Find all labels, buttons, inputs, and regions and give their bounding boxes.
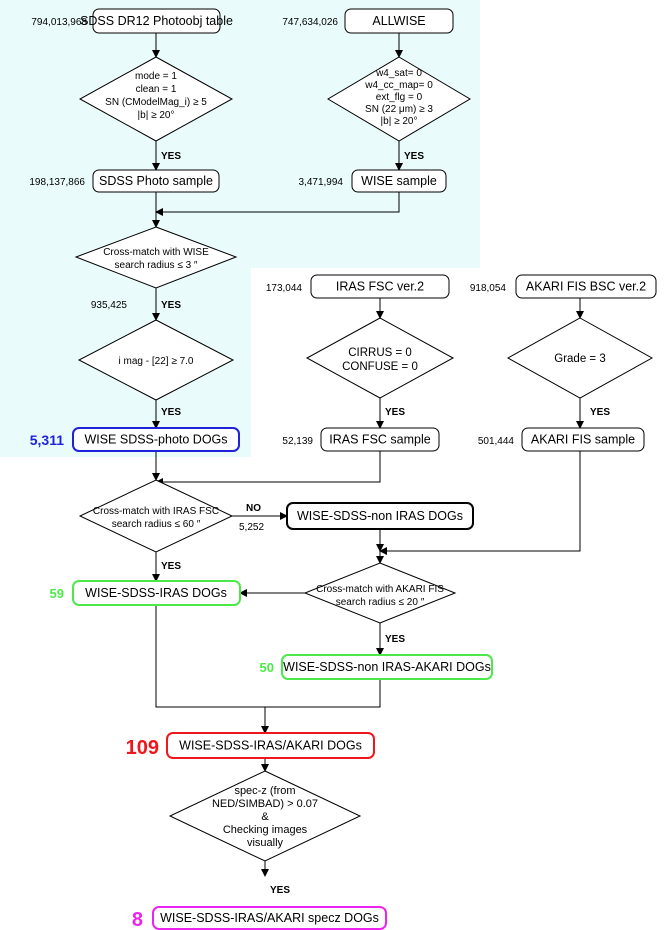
node-iras-dogs: WISE-SDSS-IRAS DOGs 59 <box>50 580 241 606</box>
node-label: AKARI FIS sample <box>531 432 635 446</box>
node-non-iras-dogs: WISE-SDSS-non IRAS DOGs 5,252 <box>239 502 474 533</box>
node-line: SN (22 μm) ≥ 3 <box>365 104 433 115</box>
node-line: mode = 1 <box>135 71 177 82</box>
node-line: Grade = 3 <box>554 353 605 365</box>
node-line: NED/SIMBAD) > 0.07 <box>212 798 318 810</box>
node-sdss-photo-sample: SDSS Photo sample 198,137,866 <box>29 169 220 193</box>
node-count: 3,471,994 <box>299 177 344 188</box>
node-iras-akari-dogs: WISE-SDSS-IRAS/AKARI DOGs 109 <box>126 732 375 759</box>
no-label: NO <box>246 503 261 514</box>
edge-iras-dogs-to-final <box>155 605 265 708</box>
edge-akari-sample-merge <box>379 451 581 555</box>
node-count: 8 <box>132 909 143 930</box>
node-count: 5,252 <box>239 522 264 533</box>
yes-label: YES <box>161 407 181 418</box>
node-line: spec-z (from <box>234 785 295 797</box>
node-line: |b| ≥ 20° <box>381 116 418 127</box>
node-label: SDSS DR12 Photoobj table <box>80 14 233 28</box>
node-allwise: ALLWISE 747,634,026 <box>282 8 454 34</box>
yes-label: YES <box>590 407 610 418</box>
node-line: |b| ≥ 20° <box>138 110 175 121</box>
node-count: 173,044 <box>266 283 303 294</box>
yes-label: YES <box>161 561 181 572</box>
node-line: w4_sat= 0 <box>375 68 422 79</box>
node-label: WISE-SDSS-non IRAS-AKARI DOGs <box>283 660 491 674</box>
node-akari-fis: AKARI FIS BSC ver.2 918,054 <box>470 274 657 299</box>
node-count: 918,054 <box>470 283 507 294</box>
node-line: w4_cc_map= 0 <box>364 80 433 91</box>
node-label: WISE sample <box>361 174 437 188</box>
node-line: search radius ≤ 3 ″ <box>115 260 198 271</box>
node-wise-cuts: w4_sat= 0 w4_cc_map= 0 ext_flg = 0 SN (2… <box>327 56 471 142</box>
node-line: Checking images <box>223 824 308 836</box>
node-specz-dogs: WISE-SDSS-IRAS/AKARI specz DOGs 8 <box>132 906 387 930</box>
node-line: Cross-match with WISE <box>103 247 209 258</box>
node-xmatch-wise: Cross-match with WISE search radius ≤ 3 … <box>74 226 238 311</box>
yes-label: YES <box>385 407 405 418</box>
node-label: WISE-SDSS-non IRAS DOGs <box>297 509 463 523</box>
node-xmatch-iras: Cross-match with IRAS FSC search radius … <box>78 479 234 553</box>
node-akari-fis-sample: AKARI FIS sample 501,444 <box>478 427 645 452</box>
yes-label: YES <box>161 300 181 311</box>
node-count: 5,311 <box>30 432 64 448</box>
node-line: Cross-match with AKARI FIS <box>316 584 444 595</box>
edges <box>152 33 584 877</box>
node-line: Cross-match with IRAS FSC <box>93 506 219 517</box>
node-non-iras-akari-dogs: WISE-SDSS-non IRAS-AKARI DOGs 50 <box>260 654 493 680</box>
node-akari-cuts: Grade = 3 <box>506 317 654 399</box>
node-line: search radius ≤ 60 ″ <box>112 519 201 530</box>
node-line: SN (CModelMag_i) ≥ 5 <box>105 97 207 108</box>
node-count: 794,013,968 <box>31 17 87 28</box>
node-label: AKARI FIS BSC ver.2 <box>526 279 646 293</box>
node-label: WISE-SDSS-IRAS DOGs <box>85 586 227 600</box>
node-count: 109 <box>126 737 159 759</box>
node-line: & <box>261 811 269 823</box>
node-sdss-table: SDSS DR12 Photoobj table 794,013,968 <box>31 8 233 34</box>
node-line: ext_flg = 0 <box>376 92 423 103</box>
node-sdss-cuts: mode = 1 clean = 1 SN (CModelMag_i) ≥ 5 … <box>78 56 234 142</box>
node-line: visually <box>247 837 284 849</box>
node-wise-sdss-photo-dogs: WISE SDSS-photo DOGs 5,311 <box>30 427 240 452</box>
node-count: 935,425 <box>91 300 128 311</box>
node-count: 198,137,866 <box>29 177 85 188</box>
yes-label: YES <box>270 885 290 896</box>
node-count: 501,444 <box>478 436 515 447</box>
edge-iras-sample-merge <box>155 451 381 486</box>
node-iras-cuts: CIRRUS = 0 CONFUSE = 0 <box>305 317 455 399</box>
node-iras-fsc-sample: IRAS FSC sample 52,139 <box>282 427 440 452</box>
edge-wise-sample-merge <box>155 192 400 216</box>
node-count: 59 <box>50 586 64 601</box>
node-label: WISE-SDSS-IRAS/AKARI DOGs <box>179 738 362 752</box>
node-label: WISE SDSS-photo DOGs <box>84 432 227 446</box>
edge-non-iras-akari-to-final <box>265 679 381 708</box>
node-line: CIRRUS = 0 <box>348 347 412 359</box>
node-label: IRAS FSC sample <box>329 432 430 446</box>
node-xmatch-akari: Cross-match with AKARI FIS search radius… <box>303 562 457 624</box>
node-wise-sample: WISE sample 3,471,994 <box>299 169 447 193</box>
node-line: clean = 1 <box>136 84 177 95</box>
node-label: WISE-SDSS-IRAS/AKARI specz DOGs <box>160 911 379 925</box>
node-label: SDSS Photo sample <box>99 174 213 188</box>
node-line: CONFUSE = 0 <box>342 361 418 373</box>
node-count: 52,139 <box>282 436 313 447</box>
node-iras-fsc: IRAS FSC ver.2 173,044 <box>266 274 450 299</box>
node-color-cut: i mag - [22] ≥ 7.0 <box>77 319 235 401</box>
node-count: 747,634,026 <box>282 17 338 28</box>
node-specz-cut: spec-z (from NED/SIMBAD) > 0.07 & Checki… <box>168 770 362 862</box>
node-line: search radius ≤ 20 ″ <box>336 597 425 608</box>
node-label: ALLWISE <box>372 14 425 28</box>
yes-label: YES <box>404 151 424 162</box>
yes-label: YES <box>385 634 405 645</box>
yes-label: YES <box>161 151 181 162</box>
node-count: 50 <box>260 660 274 675</box>
node-line: i mag - [22] ≥ 7.0 <box>119 356 194 367</box>
node-label: IRAS FSC ver.2 <box>336 279 424 293</box>
